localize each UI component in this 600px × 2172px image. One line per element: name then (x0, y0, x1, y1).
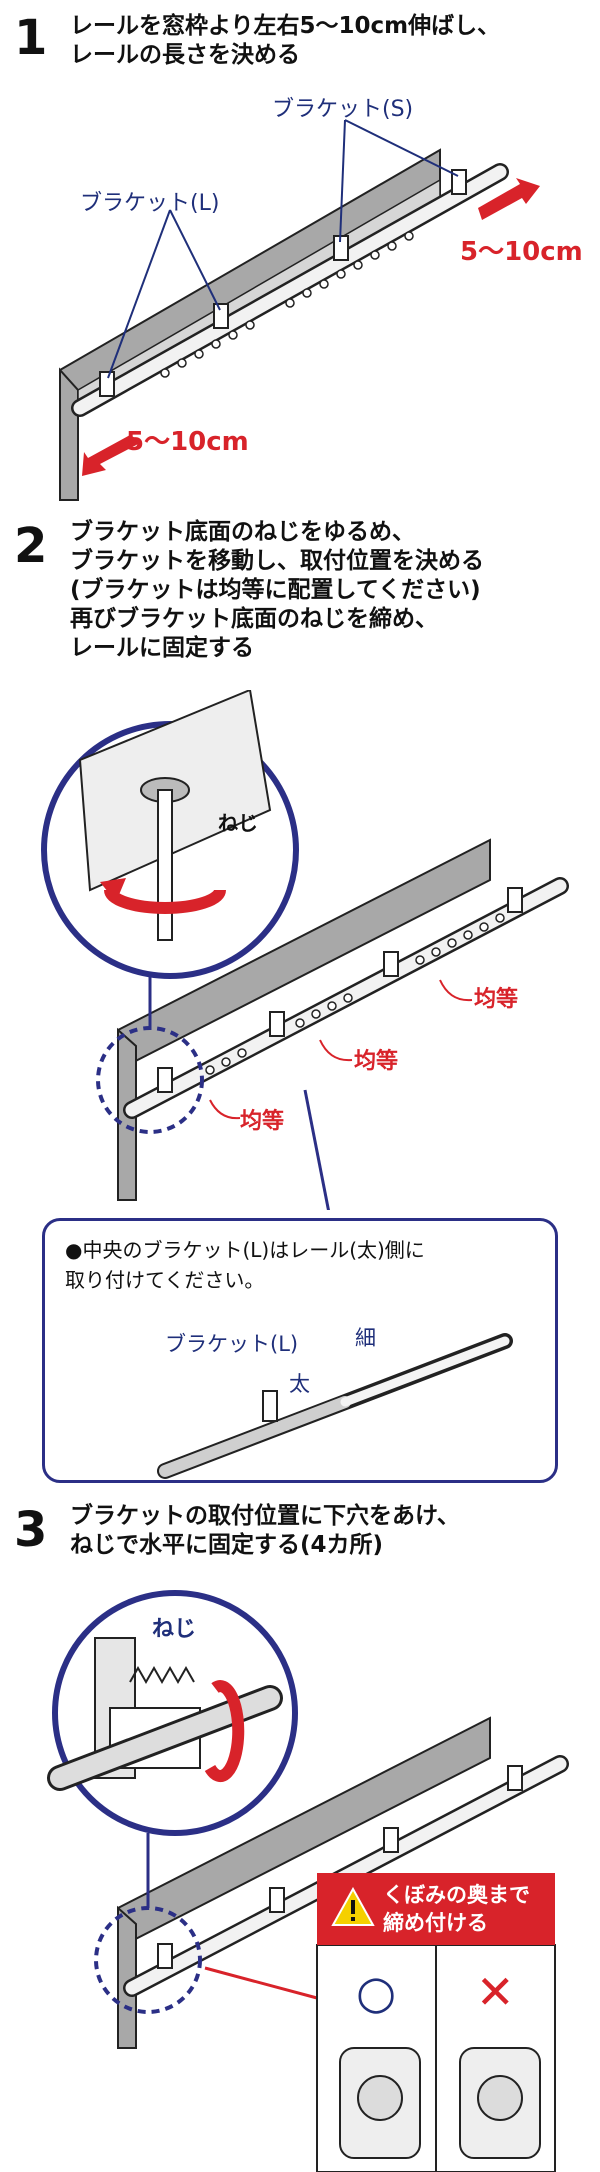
screw-label: ねじ (218, 811, 258, 835)
note-line-1: ●中央のブラケット(L)はレール(太)側に (65, 1238, 425, 1262)
note-box: ●中央のブラケット(L)はレール(太)側に 取り付けてください。 ブラケット(L… (42, 1218, 558, 1483)
equal-label-2: 均等 (354, 1048, 398, 1074)
step-1-line-2: レールの長さを決める (70, 42, 300, 68)
step-2-line-1: ブラケット底面のねじをゆるめ、 (70, 519, 415, 545)
step-2-instruction: ブラケット底面のねじをゆるめ、 ブラケットを移動し、取付位置を決める (ブラケッ… (70, 518, 484, 663)
extend-right-label: 5〜10cm (460, 237, 583, 267)
warning-icon (331, 1887, 375, 1926)
equal-label-1: 均等 (240, 1108, 284, 1134)
step-3-line-1: ブラケットの取付位置に下穴をあけ、 (70, 1503, 460, 1529)
step-1-illustration: ブラケット(S) ブラケット(L) 5〜10cm 5〜10cm (59, 97, 583, 501)
note-line-2: 取り付けてください。 (65, 1268, 265, 1292)
step-2-line-5: レールに固定する (70, 635, 254, 661)
note-text: ●中央のブラケット(L)はレール(太)側に 取り付けてください。 (65, 1235, 545, 1295)
step-3-number: 3 (14, 1502, 48, 1558)
step-2-number: 2 (14, 518, 48, 574)
warning-banner: くぼみの奥まで 締め付ける (317, 1873, 555, 1945)
warning-line-2: 締め付ける (383, 1911, 488, 1935)
note-bracket-label: ブラケット(L) (165, 1332, 298, 1356)
note-illustration: ブラケット(L) 太 細 (157, 1326, 513, 1479)
bracket-l-label: ブラケット(L) (80, 191, 219, 216)
ok-mark: ○ (356, 1965, 396, 2019)
equal-label-3: 均等 (474, 986, 518, 1012)
step-3-instruction: ブラケットの取付位置に下穴をあけ、 ねじで水平に固定する(4カ所) (70, 1502, 460, 1560)
bracket-s-label: ブラケット(S) (272, 97, 413, 122)
step-1-line-1: レールを窓枠より左右5〜10cm伸ばし、 (70, 13, 501, 39)
step-3-illustration: ねじ ○ ✕ (47, 1590, 569, 2172)
note-thin-label: 細 (355, 1326, 376, 1350)
step-3-line-2: ねじで水平に固定する(4カ所) (70, 1532, 384, 1558)
warning-line-1: くぼみの奥まで (383, 1883, 530, 1907)
step-1-number: 1 (14, 10, 48, 66)
step-2-line-4: 再びブラケット底面のねじを締め、 (70, 606, 438, 632)
note-thick-label: 太 (289, 1372, 310, 1396)
step-3-screw-label: ねじ (152, 1617, 196, 1642)
step-2-line-2: ブラケットを移動し、取付位置を決める (70, 548, 484, 574)
ng-mark: ✕ (476, 1965, 515, 2019)
warning-text: くぼみの奥まで 締め付ける (383, 1881, 530, 1937)
step-1-instruction: レールを窓枠より左右5〜10cm伸ばし、 レールの長さを決める (70, 12, 500, 70)
step-2-illustration: 均等 均等 均等 ねじ (41, 690, 569, 1210)
extend-left-label: 5〜10cm (126, 427, 249, 457)
step-2-line-3: (ブラケットは均等に配置してください) (70, 577, 481, 603)
